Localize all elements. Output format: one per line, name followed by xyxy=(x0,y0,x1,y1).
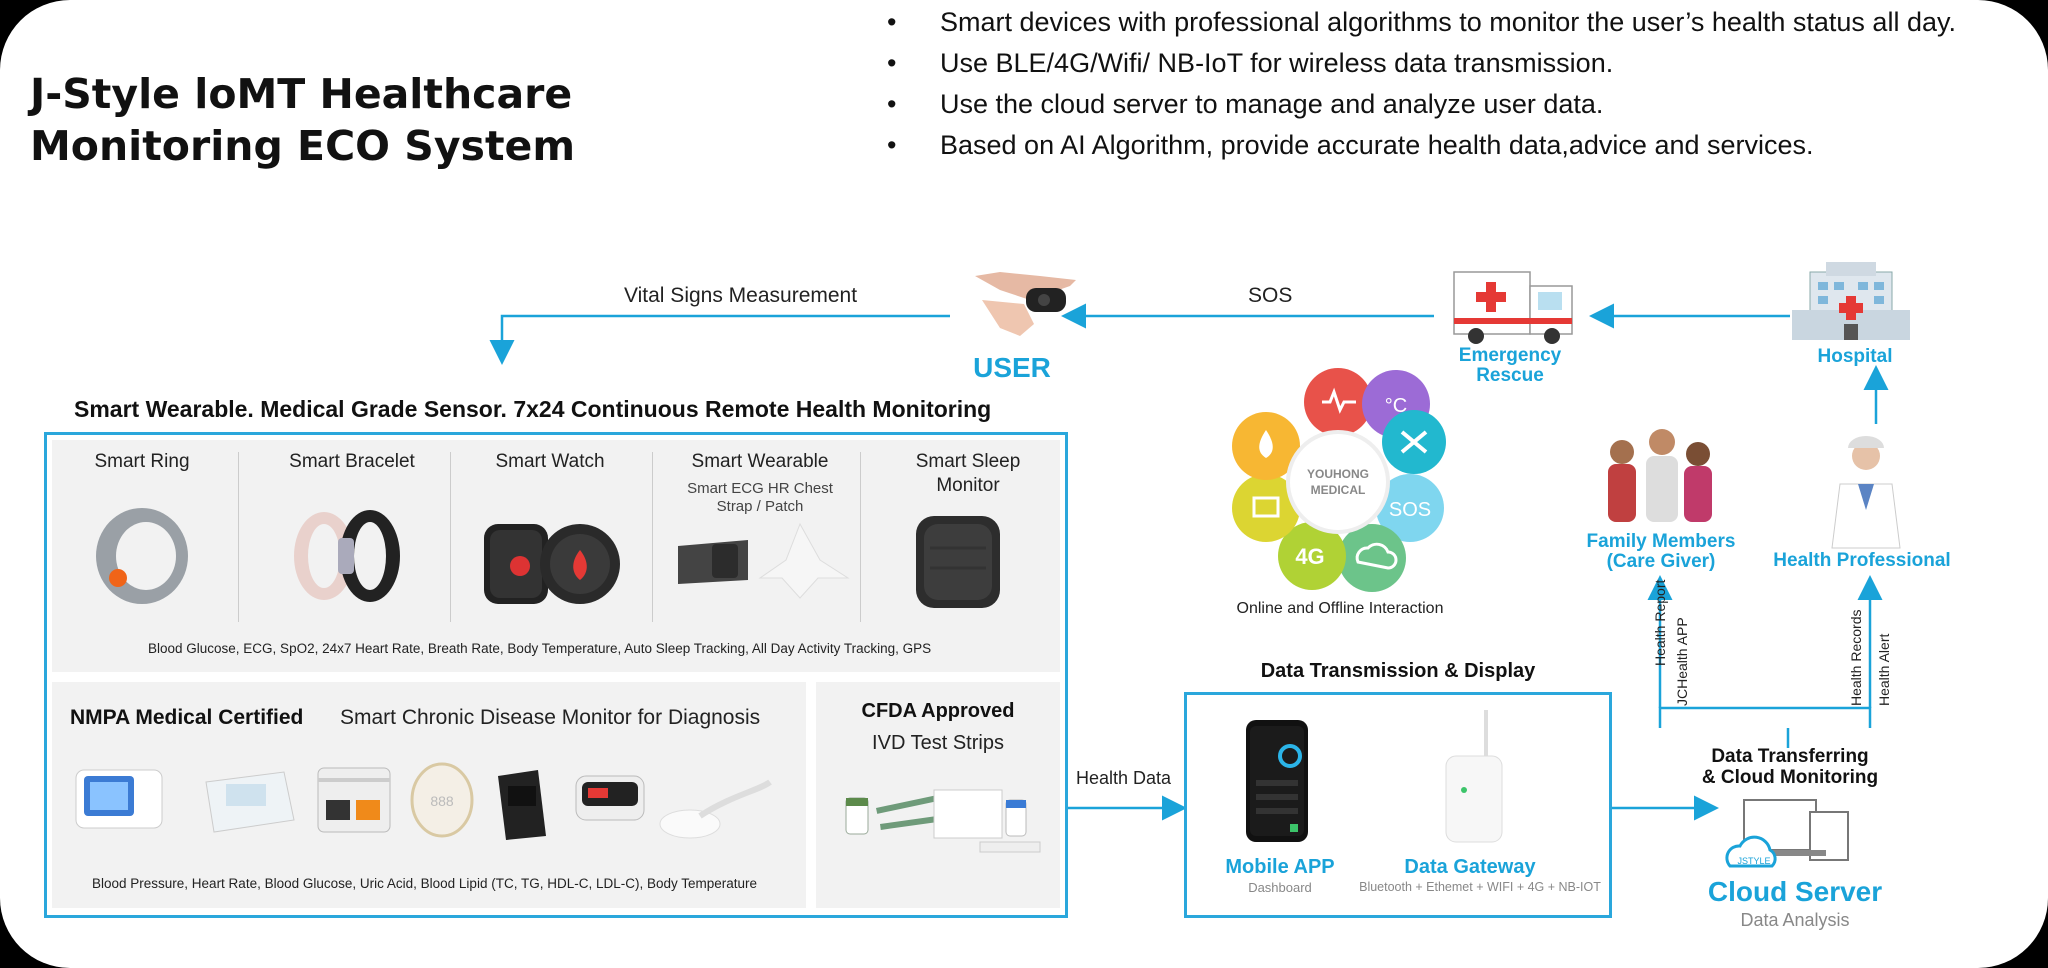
vital-signs-arrow xyxy=(489,314,950,365)
emergency-label: Emergency Rescue xyxy=(1430,346,1590,386)
dashboard-label: Dashboard xyxy=(1248,880,1312,895)
emergency-line-1: Emergency xyxy=(1458,345,1562,366)
family-label: Family Members (Care Giver) xyxy=(1566,532,1756,572)
transmission-box xyxy=(1184,692,1612,918)
cgm-sensor-icon xyxy=(659,779,772,839)
family-line-2: (Care Giver) xyxy=(1606,551,1716,572)
health-professional-label: Health Professional xyxy=(1773,550,1951,571)
svg-text:SOS: SOS xyxy=(1389,499,1431,521)
vital-signs-label: Vital Signs Measurement xyxy=(624,284,858,307)
device-smart-ring-label: Smart Ring xyxy=(94,451,190,472)
divider xyxy=(450,452,451,622)
cloud-server-label: Cloud Server xyxy=(1707,876,1883,907)
data-gateway-icon xyxy=(1445,710,1503,843)
emergency-line-2: Rescue xyxy=(1476,365,1544,386)
smart-watch-icon xyxy=(484,524,620,604)
pulse-oximeter-icon xyxy=(498,770,546,840)
bullet-item: Based on AI Algorithm, provide accurate … xyxy=(887,125,2010,166)
divider xyxy=(652,452,653,622)
family-line-1: Family Members xyxy=(1586,531,1736,552)
ivd-label: IVD Test Strips xyxy=(872,732,1004,754)
hospital-label: Hospital xyxy=(1817,346,1893,367)
title-line-2: Monitoring ECO System xyxy=(30,122,576,170)
interaction-caption: Online and Offline Interaction xyxy=(1236,600,1444,617)
svg-text:°C: °C xyxy=(1385,395,1407,417)
nmpa-label: NMPA Medical Certified xyxy=(70,706,304,729)
sos-petal xyxy=(1376,474,1444,542)
wearable-features-text: Blood Glucose, ECG, SpO2, 24x7 Heart Rat… xyxy=(148,641,932,656)
device-smart-watch-label: Smart Watch xyxy=(495,451,605,472)
device-sub-line-1: Smart ECG HR Chest xyxy=(687,480,833,497)
smart-ring-icon xyxy=(96,508,188,604)
cfda-label: CFDA Approved xyxy=(861,700,1015,722)
transfer-label: Data Transferring & Cloud Monitoring xyxy=(1680,746,1900,788)
doctor-icon xyxy=(1831,436,1901,549)
cloud-petal xyxy=(1338,524,1406,592)
network-petal xyxy=(1278,522,1346,590)
transmission-heading: Data Transmission & Display xyxy=(1260,660,1536,682)
glucose-meter-icon xyxy=(205,771,295,833)
device-sleep-line-1: Smart Sleep xyxy=(915,451,1021,472)
report-petal xyxy=(1232,474,1300,542)
svg-text:MEDICAL: MEDICAL xyxy=(1311,483,1366,497)
transfer-line-2: & Cloud Monitoring xyxy=(1701,767,1879,788)
medical-features-text: Blood Pressure, Heart Rate, Blood Glucos… xyxy=(92,876,758,891)
smart-bracelet-icon xyxy=(294,510,400,602)
oximeter-icon xyxy=(575,775,645,821)
devices-box xyxy=(44,432,1068,918)
multi-analyzer-icon xyxy=(317,767,391,833)
wheel-center xyxy=(1286,430,1390,534)
feature-bullets: Smart devices with professional algorith… xyxy=(887,2,2010,166)
page-title: J-Style loMT Healthcare Monitoring ECO S… xyxy=(30,68,575,172)
health-data-label: Health Data xyxy=(1076,768,1172,788)
title-line-1: J-Style loMT Healthcare xyxy=(30,70,573,118)
medical-subtitle: Smart Chronic Disease Monitor for Diagno… xyxy=(340,706,761,729)
mobile-app-label: Mobile APP xyxy=(1225,856,1335,878)
device-sleep-line-2: Monitor xyxy=(936,475,1000,496)
transfer-line-1: Data Transferring xyxy=(1711,746,1869,767)
device-smart-wearable-label: Smart Wearable xyxy=(691,451,829,472)
wearables-heading: Smart Wearable. Medical Grade Sensor. 7x… xyxy=(74,396,992,422)
gateway-sub-label: Bluetooth + Ethemet + WIFI + 4G + NB-IOT xyxy=(1359,880,1601,894)
svg-text:YOUHONG: YOUHONG xyxy=(1307,467,1369,481)
user-label: USER xyxy=(973,352,1051,383)
divider xyxy=(238,452,239,622)
bullet-item: Use the cloud server to manage and analy… xyxy=(887,84,2010,125)
family-icon xyxy=(1608,429,1712,522)
bullet-item: Use BLE/4G/Wifi/ NB-IoT for wireless dat… xyxy=(887,43,2010,84)
data-analysis-label: Data Analysis xyxy=(1740,910,1850,930)
divider xyxy=(860,452,861,622)
gateway-label: Data Gateway xyxy=(1404,856,1536,878)
ecg-chest-strap-icon xyxy=(678,522,850,599)
svg-text:888: 888 xyxy=(430,793,454,809)
device-sub-line-2: Strap / Patch xyxy=(716,498,804,515)
sleep-monitor-icon xyxy=(916,516,1000,608)
bullet-item: Smart devices with professional algorith… xyxy=(887,2,2010,43)
sos-label: SOS xyxy=(1248,284,1293,307)
bp-monitor-icon xyxy=(75,769,163,829)
device-smart-bracelet-label: Smart Bracelet xyxy=(289,451,415,472)
device-smart-wearable-sub: Smart ECG HR Chest Strap / Patch xyxy=(660,480,860,516)
mobile-phone-icon xyxy=(1246,720,1308,842)
svg-text:JSTYLE: JSTYLE xyxy=(1737,856,1770,866)
thermometer-device-icon: 888 xyxy=(410,762,474,838)
svg-text:4G: 4G xyxy=(1295,544,1324,569)
device-sleep-monitor-label: Smart Sleep Monitor xyxy=(868,450,1068,498)
